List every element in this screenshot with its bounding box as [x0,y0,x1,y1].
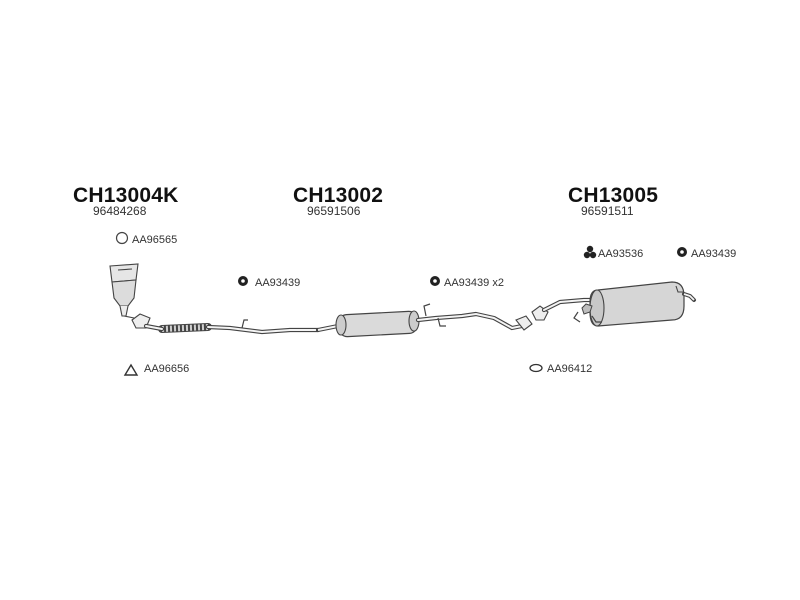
section-title-ch13002: CH13002 [293,184,384,207]
ring-seal-icon [115,231,129,245]
catalytic-converter [109,263,141,323]
oem-number-rear: 96591511 [581,204,634,218]
part-label-aa93439-x2: AA93439 x2 [444,277,504,289]
gasket-oval-icon [529,363,543,373]
part-label-aa93439-rear: AA93439 [691,248,737,260]
middle-flange [515,315,533,331]
rear-silencer [573,281,685,327]
section-title-ch13004k: CH13004K [73,184,179,207]
rubber-mount-icon-middle [238,276,248,286]
flex-pipe [158,323,212,333]
hanger-middle-2 [437,317,446,327]
gasket-triangle-icon [123,363,139,376]
hanger-middle-1 [423,303,431,317]
part-label-aa96656: AA96656 [144,363,190,375]
part-label-aa96565: AA96565 [132,234,178,246]
rubber-mount-icon-rear [677,247,687,257]
hanger-rear [675,285,684,293]
part-label-aa93536: AA93536 [598,248,644,260]
oem-number-front: 96484268 [93,204,147,218]
hanger-front [241,319,248,329]
part-label-aa93439-middle: AA93439 [255,277,301,289]
part-label-aa96412: AA96412 [547,363,593,375]
rubber-mount-icon-middle-x2 [430,276,440,286]
clamp-icon [583,245,597,259]
middle-resonator [335,310,420,338]
section-title-ch13005: CH13005 [568,184,659,207]
oem-number-middle: 96591506 [307,204,361,218]
